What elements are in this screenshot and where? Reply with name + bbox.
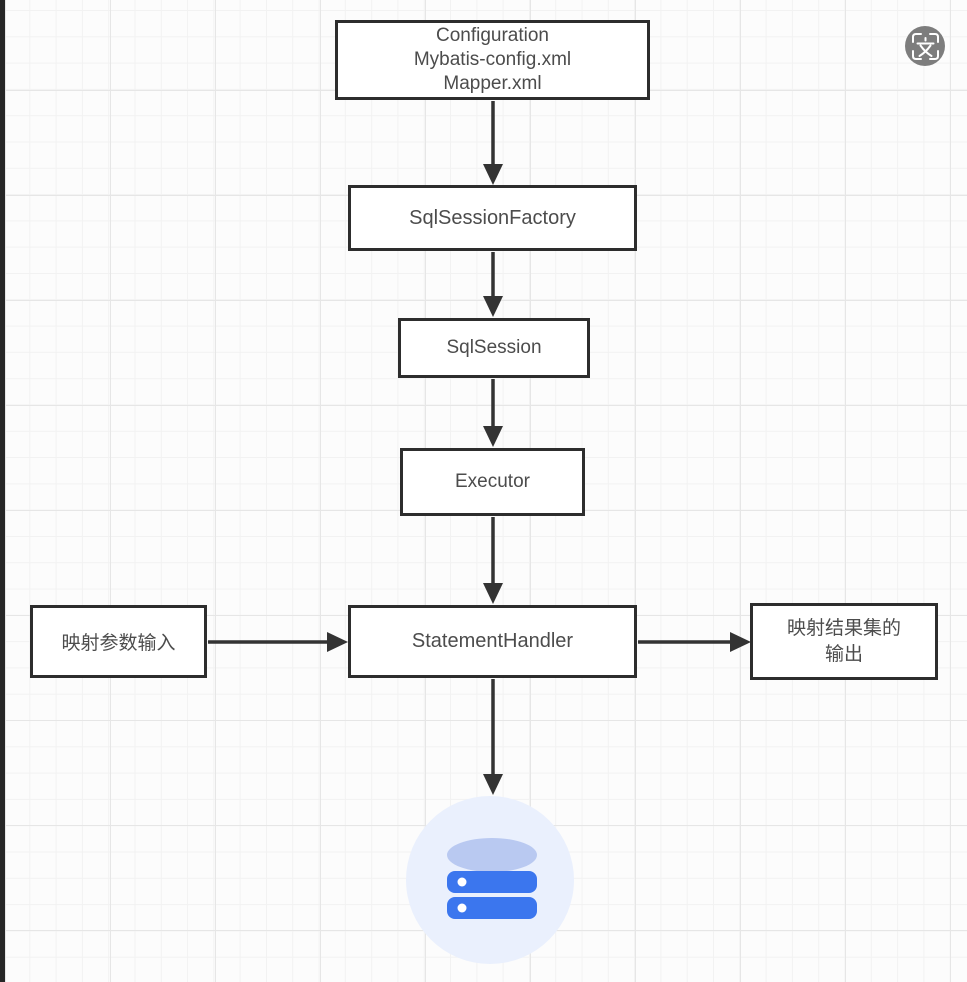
database-icon[interactable] (406, 796, 574, 964)
node-sqlsessionfactory-label: SqlSessionFactory (409, 206, 576, 229)
node-configuration[interactable]: Configuration Mybatis-config.xml Mapper.… (335, 20, 650, 100)
node-statementhandler-label: StatementHandler (411, 630, 574, 652)
node-configuration-line2: Mybatis-config.xml (413, 49, 572, 70)
node-sqlsession[interactable]: SqlSession (398, 318, 590, 378)
node-statementhandler[interactable]: StatementHandler (348, 605, 637, 678)
node-param-input-label: 映射参数输入 (61, 633, 176, 654)
left-edge-bar (0, 0, 5, 982)
node-sqlsession-label: SqlSession (446, 337, 542, 358)
screenshot-translate-icon[interactable] (905, 26, 945, 66)
node-result-output-line2: 输出 (824, 643, 863, 665)
node-param-input[interactable]: 映射参数输入 (30, 605, 207, 678)
node-sqlsessionfactory[interactable]: SqlSessionFactory (348, 185, 637, 251)
node-configuration-line1: Configuration (435, 25, 550, 46)
node-result-output[interactable]: 映射结果集的 输出 (750, 603, 938, 680)
node-executor-label: Executor (455, 471, 530, 492)
node-configuration-line3: Mapper.xml (443, 73, 542, 94)
node-executor[interactable]: Executor (400, 448, 585, 516)
node-result-output-line1: 映射结果集的 (786, 617, 901, 639)
